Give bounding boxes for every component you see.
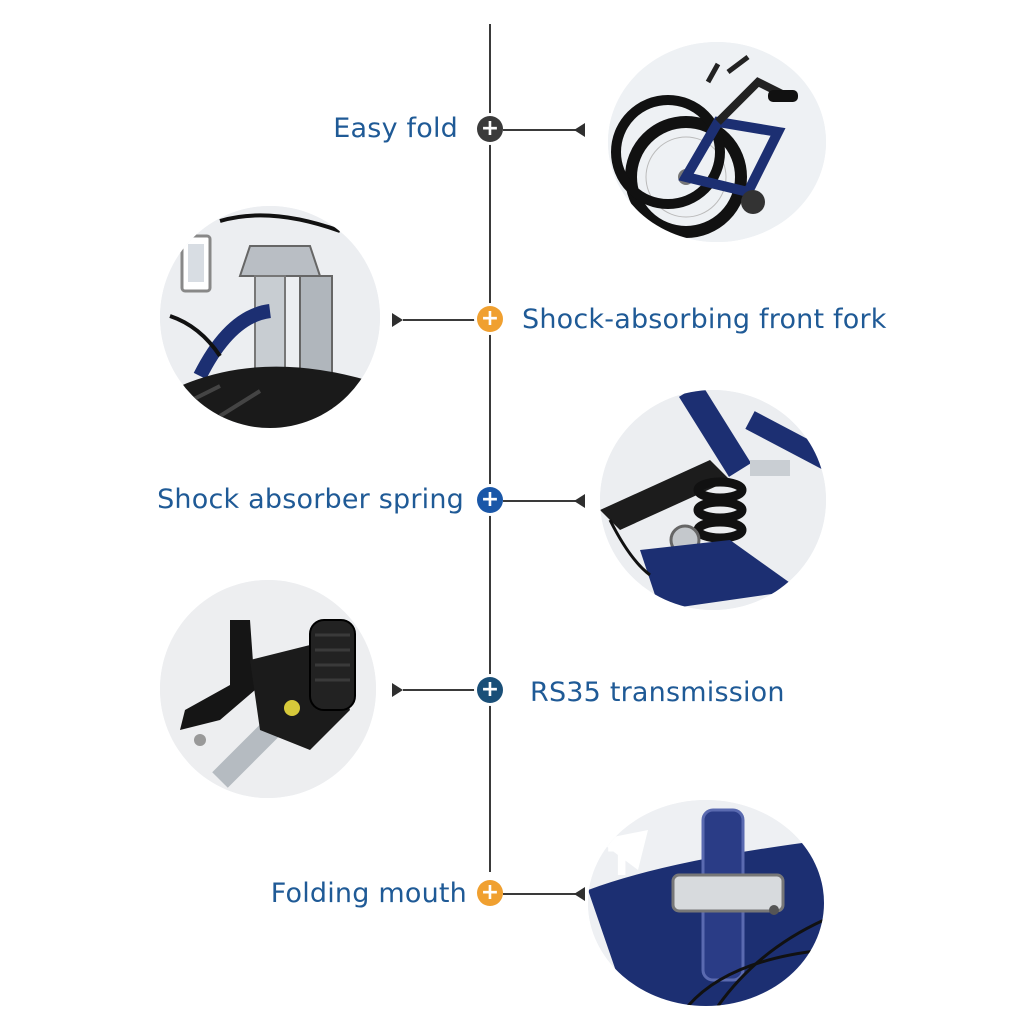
connector-line (503, 129, 585, 131)
timeline-spine (489, 24, 491, 872)
plus-icon[interactable]: + (477, 487, 503, 513)
pointer-arrow-icon (392, 313, 403, 327)
pointer-arrow-icon (574, 887, 585, 901)
connector-line (403, 689, 477, 691)
connector-line (503, 500, 585, 502)
connector-line (403, 319, 477, 321)
feature-label-folding-mouth: Folding mouth (270, 878, 467, 909)
feature-label-easy-fold: Easy fold (333, 113, 458, 144)
plus-icon[interactable]: + (477, 306, 503, 332)
svg-text:T: T (608, 839, 636, 885)
plus-icon[interactable]: + (477, 677, 503, 703)
folding-hinge-photo-icon: T (588, 800, 824, 1006)
bicycle-folded-photo-icon (608, 42, 826, 242)
pointer-arrow-icon (574, 123, 585, 137)
plus-icon[interactable]: + (477, 880, 503, 906)
shock-spring-photo-icon (600, 390, 826, 610)
gear-shifter-photo-icon (160, 580, 376, 798)
front-fork-photo-icon (160, 206, 380, 428)
feature-label-shock-spring: Shock absorber spring (157, 484, 464, 515)
feature-label-front-fork: Shock-absorbing front fork (522, 304, 887, 335)
pointer-arrow-icon (574, 494, 585, 508)
feature-label-transmission: RS35 transmission (530, 677, 785, 708)
pointer-arrow-icon (392, 683, 403, 697)
connector-line (503, 893, 585, 895)
plus-icon[interactable]: + (477, 116, 503, 142)
